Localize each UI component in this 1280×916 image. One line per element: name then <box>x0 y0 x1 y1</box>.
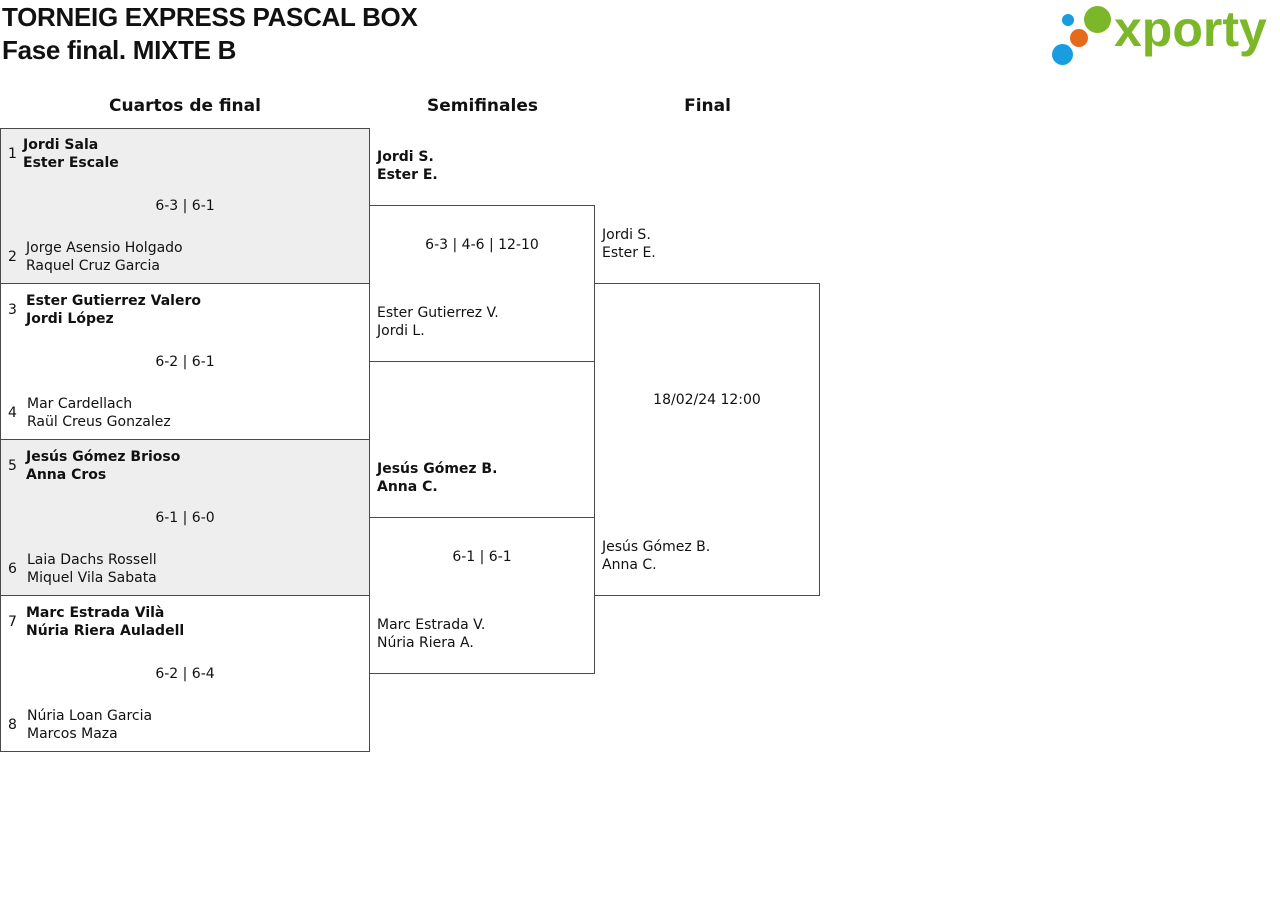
final-heading: Final <box>684 96 731 116</box>
final-team-bottom[interactable]: Jesús Gómez B. Anna C. <box>602 538 710 574</box>
semifinal-1-team-bottom[interactable]: Ester Gutierrez V. Jordi L. <box>377 304 499 340</box>
team-winner[interactable]: Jesús Gómez Brioso Anna Cros <box>26 448 180 484</box>
semifinals-heading: Semifinales <box>427 96 538 116</box>
semifinal-2-team-top[interactable]: Jesús Gómez B. Anna C. <box>377 460 497 496</box>
player-name: Ester Gutierrez V. <box>377 305 499 321</box>
quarterfinal-match-3[interactable]: 5 Jesús Gómez Brioso Anna Cros 6-1 | 6-0… <box>0 439 370 596</box>
seed-number: 3 <box>8 302 17 318</box>
player-name: Núria Riera A. <box>377 635 474 651</box>
player-name: Jordi Sala <box>23 137 99 153</box>
phase-subtitle: Fase final. MIXTE B <box>2 35 237 65</box>
match-score: 6-1 | 6-0 <box>155 510 215 526</box>
team-loser[interactable]: Jorge Asensio Holgado Raquel Cruz Garcia <box>26 239 183 275</box>
player-name: Marc Estrada Vilà <box>26 605 165 621</box>
player-name: Núria Loan Garcia <box>27 708 153 724</box>
player-name: Marcos Maza <box>27 726 118 742</box>
seed-number: 4 <box>8 405 17 421</box>
seed-number: 1 <box>8 146 17 162</box>
seed-number: 8 <box>8 717 17 733</box>
player-name: Jesús Gómez Brioso <box>26 449 181 465</box>
player-name: Raül Creus Gonzalez <box>27 414 171 430</box>
quarterfinal-match-2[interactable]: 3 Ester Gutierrez Valero Jordi López 6-2… <box>0 283 370 440</box>
team-winner[interactable]: Jordi Sala Ester Escale <box>23 136 119 172</box>
player-name: Raquel Cruz Garcia <box>26 258 160 274</box>
match-score: 6-2 | 6-1 <box>155 354 215 370</box>
match-score: 6-3 | 4-6 | 12-10 <box>425 237 539 253</box>
seed-number: 2 <box>8 249 17 265</box>
seed-number: 5 <box>8 458 17 474</box>
player-name: Marc Estrada V. <box>377 617 486 633</box>
player-name: Anna C. <box>377 479 438 495</box>
player-name: Ester Escale <box>23 155 119 171</box>
player-name: Jesús Gómez B. <box>602 539 711 555</box>
final-schedule: 18/02/24 12:00 <box>653 392 761 408</box>
seed-number: 6 <box>8 561 17 577</box>
team-loser[interactable]: Núria Loan Garcia Marcos Maza <box>27 707 152 743</box>
player-name: Anna Cros <box>26 467 107 483</box>
logo-wordmark: xporty <box>1114 1 1267 57</box>
semifinal-2-team-bottom[interactable]: Marc Estrada V. Núria Riera A. <box>377 616 485 652</box>
logo-dot-orange <box>1070 29 1088 47</box>
player-name: Miquel Vila Sabata <box>27 570 157 586</box>
tournament-title: TORNEIG EXPRESS PASCAL BOX <box>2 2 418 32</box>
player-name: Jordi L. <box>377 323 425 339</box>
player-name: Jorge Asensio Holgado <box>26 240 183 256</box>
player-name: Jordi S. <box>602 227 651 243</box>
semifinal-match-1[interactable]: 6-3 | 4-6 | 12-10 Ester Gutierrez V. Jor… <box>369 205 595 362</box>
match-score: 6-3 | 6-1 <box>155 198 215 214</box>
team-winner[interactable]: Ester Gutierrez Valero Jordi López <box>26 292 201 328</box>
logo-dot-blue-small <box>1062 14 1074 26</box>
player-name: Ester E. <box>377 167 438 183</box>
semifinal-1-team-top[interactable]: Jordi S. Ester E. <box>377 148 438 184</box>
player-name: Núria Riera Auladell <box>26 623 185 639</box>
player-name: Anna C. <box>602 557 657 573</box>
seed-number: 7 <box>8 614 17 630</box>
player-name: Mar Cardellach <box>27 396 133 412</box>
logo-dot-green <box>1084 6 1111 33</box>
player-name: Jordi S. <box>377 149 434 165</box>
quarterfinal-match-4[interactable]: 7 Marc Estrada Vilà Núria Riera Auladell… <box>0 595 370 752</box>
match-score: 6-2 | 6-4 <box>155 666 215 682</box>
final-match[interactable]: 18/02/24 12:00 Jesús Gómez B. Anna C. <box>594 283 820 596</box>
player-name: Jordi López <box>26 311 114 327</box>
team-loser[interactable]: Mar Cardellach Raül Creus Gonzalez <box>27 395 171 431</box>
player-name: Jesús Gómez B. <box>377 461 498 477</box>
match-score: 6-1 | 6-1 <box>452 549 512 565</box>
xporty-logo: xporty <box>1050 1 1276 66</box>
quarterfinals-heading: Cuartos de final <box>109 96 261 116</box>
quarterfinal-match-1[interactable]: 1 Jordi Sala Ester Escale 6-3 | 6-1 2 Jo… <box>0 128 370 284</box>
player-name: Laia Dachs Rossell <box>27 552 157 568</box>
player-name: Ester Gutierrez Valero <box>26 293 201 309</box>
player-name: Ester E. <box>602 245 656 261</box>
team-winner[interactable]: Marc Estrada Vilà Núria Riera Auladell <box>26 604 184 640</box>
semifinal-match-2[interactable]: 6-1 | 6-1 Marc Estrada V. Núria Riera A. <box>369 517 595 674</box>
logo-dot-blue <box>1052 44 1073 65</box>
final-team-top[interactable]: Jordi S. Ester E. <box>602 226 656 262</box>
team-loser[interactable]: Laia Dachs Rossell Miquel Vila Sabata <box>27 551 157 587</box>
